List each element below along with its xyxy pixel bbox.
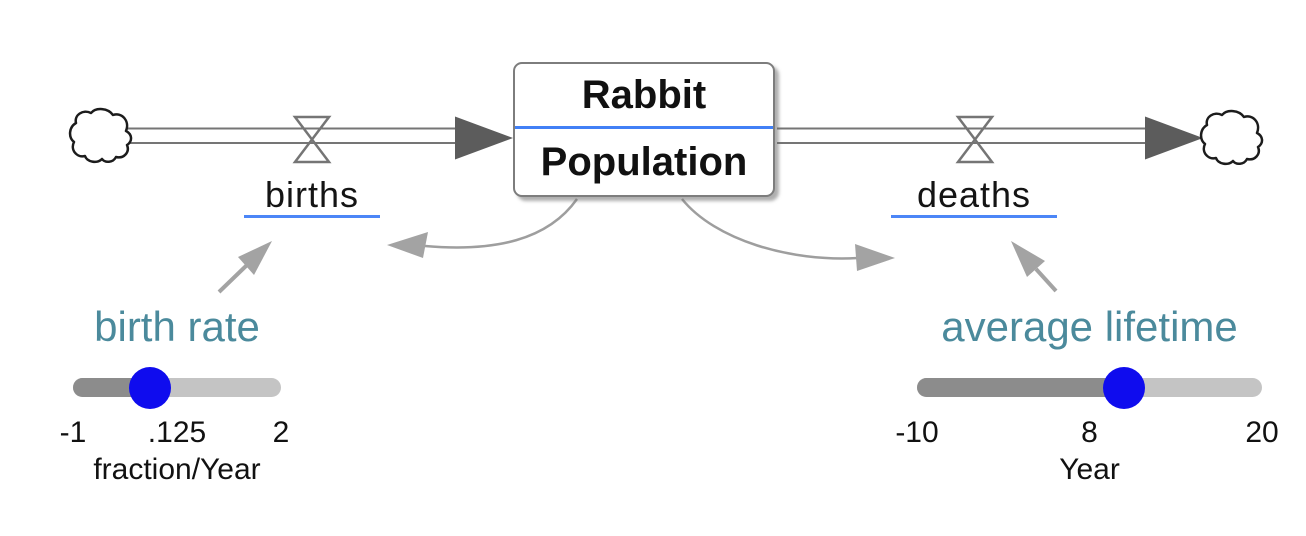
birth-rate-unit: fraction/Year (93, 453, 261, 486)
average-lifetime-slider-knob[interactable] (1103, 367, 1145, 409)
birth-rate-min-value: -1 (59, 416, 87, 449)
average-lifetime-current-value: 8 (1081, 416, 1098, 449)
sink-cloud-icon (1199, 109, 1264, 166)
connector-population-to-births-arrow (387, 198, 579, 258)
average-lifetime-slider: average lifetime -10 8 20 Year (895, 306, 1278, 487)
stock-name-line1: Rabbit (515, 64, 773, 129)
influence-birth-rate-to-births-arrow (217, 241, 272, 294)
average-lifetime-slider-track-fill (917, 378, 1124, 397)
connector-population-to-deaths-arrow (681, 198, 895, 271)
inflow-label-births[interactable]: births (244, 177, 380, 218)
inflow-valve-icon[interactable] (292, 115, 332, 164)
average-lifetime-max-value: 20 (1245, 416, 1279, 449)
outflow-pipe (777, 127, 1150, 144)
birth-rate-current-value: .125 (147, 416, 207, 449)
average-lifetime-unit: Year (1059, 453, 1120, 486)
outflow-valve-icon[interactable] (955, 115, 995, 164)
birth-rate-max-value: 2 (272, 416, 290, 449)
birth-rate-slider-knob[interactable] (128, 367, 171, 409)
outflow-label-deaths[interactable]: deaths (891, 177, 1057, 218)
birth-rate-slider-title: birth rate (94, 303, 260, 350)
source-cloud-icon (68, 107, 133, 164)
average-lifetime-slider-track[interactable] (917, 378, 1262, 397)
inflow-pipe (126, 127, 462, 144)
stock-name-line2: Population (540, 140, 748, 184)
stock-rabbit-population[interactable]: Rabbit Population (513, 62, 775, 197)
birth-rate-slider-track[interactable] (73, 378, 281, 397)
inflow-arrowhead-icon (455, 116, 513, 160)
birth-rate-slider: birth rate -1 .125 2 fraction/Year (60, 306, 290, 487)
average-lifetime-slider-title: average lifetime (941, 303, 1238, 350)
influence-average-lifetime-to-deaths-arrow (1011, 241, 1058, 293)
average-lifetime-min-value: -10 (895, 416, 939, 449)
outflow-arrowhead-icon (1145, 116, 1203, 160)
